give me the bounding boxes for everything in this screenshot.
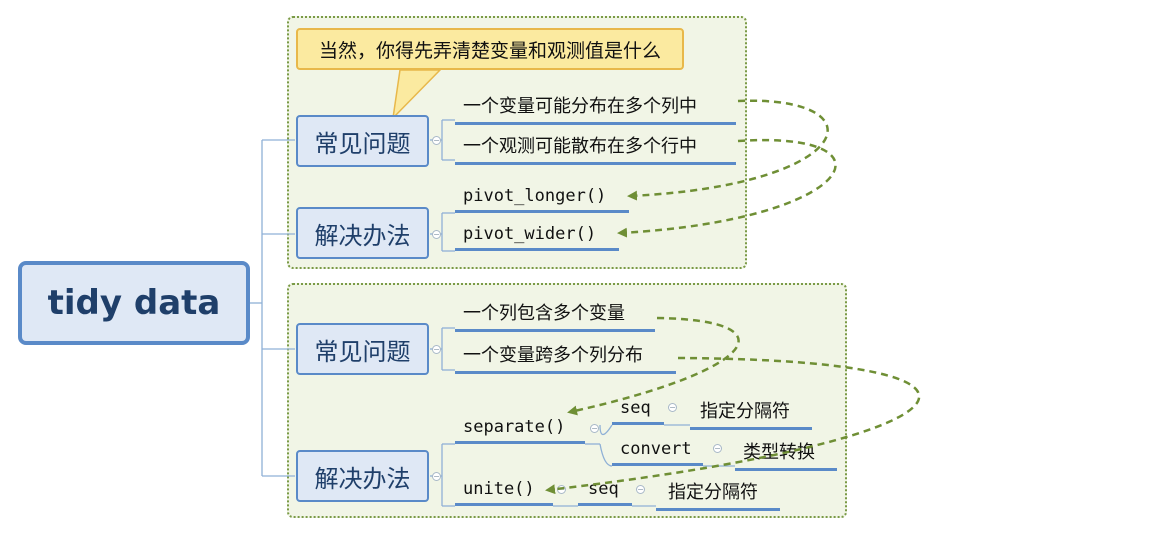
node-solutions-2[interactable]: 解决办法 <box>296 450 429 502</box>
leaf-pivot-wider[interactable]: pivot_wider() <box>455 224 619 251</box>
desc-delimiter-separate[interactable]: 指定分隔符 <box>690 397 812 430</box>
leaf-observation-across-rows[interactable]: 一个观测可能散布在多个行中 <box>455 132 736 165</box>
collapse-toggle-icon[interactable]: − <box>432 345 441 354</box>
callout-note[interactable]: 当然，你得先弄清楚变量和观测值是什么 <box>296 28 684 70</box>
arg-convert[interactable]: convert <box>612 439 703 466</box>
leaf-variable-across-many-columns[interactable]: 一个变量跨多个列分布 <box>455 341 676 374</box>
collapse-toggle-icon[interactable]: − <box>713 444 722 453</box>
leaf-separate[interactable]: separate() <box>455 417 585 444</box>
collapse-toggle-icon[interactable]: − <box>636 485 645 494</box>
collapse-toggle-icon[interactable]: − <box>432 472 441 481</box>
arg-seq-separate[interactable]: seq <box>612 398 664 425</box>
leaf-pivot-longer[interactable]: pivot_longer() <box>455 186 629 213</box>
node-common-problems-1[interactable]: 常见问题 <box>296 115 429 167</box>
leaf-unite[interactable]: unite() <box>455 479 553 506</box>
arrow-to-pivot-wider <box>617 138 837 238</box>
arrow-to-pivot-longer <box>627 99 829 201</box>
collapse-toggle-icon[interactable]: − <box>432 136 441 145</box>
collapse-toggle-icon[interactable]: − <box>590 424 599 433</box>
arrow-to-separate <box>567 316 740 416</box>
leaf-column-contains-variables[interactable]: 一个列包含多个变量 <box>455 299 655 332</box>
leaf-variable-across-columns[interactable]: 一个变量可能分布在多个列中 <box>455 92 736 125</box>
node-common-problems-2[interactable]: 常见问题 <box>296 323 429 375</box>
collapse-toggle-icon[interactable]: − <box>432 230 441 239</box>
root-node-tidy-data[interactable]: tidy data <box>18 261 250 345</box>
desc-delimiter-unite[interactable]: 指定分隔符 <box>656 478 780 511</box>
node-solutions-1[interactable]: 解决办法 <box>296 207 429 259</box>
collapse-toggle-icon[interactable]: − <box>668 403 677 412</box>
arrow-to-unite <box>545 356 921 495</box>
